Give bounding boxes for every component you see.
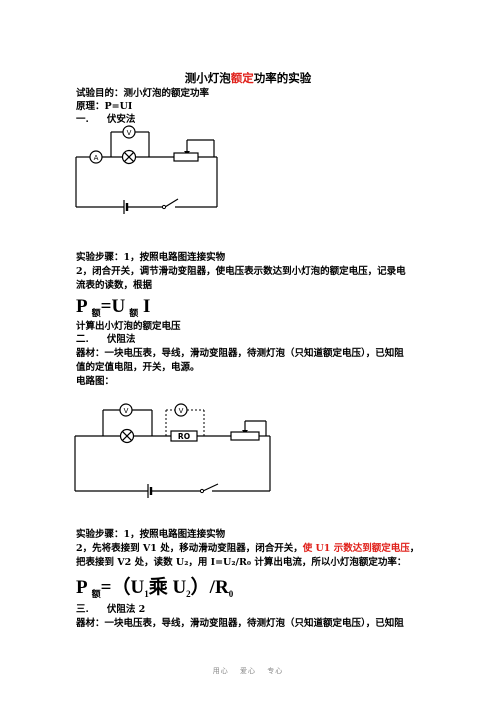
steps-1-line-3: 流表的读数，根据 xyxy=(76,280,153,291)
materials-2-line-2: 值的定值电阻，开关，电源。 xyxy=(76,362,200,373)
purpose-line: 试验目的：测小灯泡的额定功率 xyxy=(76,88,210,99)
section-1-heading: 一.伏安法 xyxy=(76,114,136,125)
ammeter-label: A xyxy=(94,154,99,162)
calc-line-1: 计算出小灯泡的额定电压 xyxy=(76,321,181,332)
materials-2-line-1: 器材：一块电压表，导线，滑动变阻器，待测灯泡（只知道额定电压），已知阻 xyxy=(76,348,404,359)
steps-1-line-2: 2，闭合开关，调节滑动变阻器，使电压表示数达到小灯泡的额定电压，记录电 xyxy=(76,266,406,277)
voltmeter-v1-label: V xyxy=(124,407,129,415)
resistor-label: RO xyxy=(178,432,190,441)
formula-power-1: P 额=U 额 I xyxy=(76,296,151,318)
page-title: 测小灯泡额定功率的实验 xyxy=(184,71,312,85)
steps-1-line-1: 实验步骤：1，按照电路图连接实物 xyxy=(76,252,226,263)
voltmeter-v1-symbol xyxy=(119,403,133,417)
formula-power-2: P 额=（U1乘 U2）/R0 xyxy=(76,577,234,599)
lamp-symbol-2 xyxy=(119,428,135,444)
steps-2-line-1: 实验步骤：1，按照电路图连接实物 xyxy=(76,529,226,540)
section-3-heading: 三.伏阻法 2 xyxy=(76,604,146,615)
lamp-symbol xyxy=(121,149,137,165)
page-footer: 用心 爱心 专心 xyxy=(212,667,284,675)
circuit-label: 电路图： xyxy=(76,376,115,387)
resistor-r0-symbol xyxy=(170,430,198,442)
voltmeter-v2-label: V xyxy=(179,407,184,415)
steps-2-line-2: 2，先将表接到 V1 处，移动滑动变阻器，闭合开关，使 U1 示数达到额定电压， xyxy=(76,543,420,554)
materials-3-line-1: 器材：一块电压表，导线，滑动变阻器，待测灯泡（只知道额定电压），已知阻 xyxy=(76,618,404,629)
steps-2-line-3: 把表接到 V2 处，读数 U₂，用 I=U₂/R₀ 计算出电流，所以小灯泡额定功… xyxy=(76,557,407,568)
voltmeter-symbol xyxy=(122,125,136,139)
principle-line: 原理：P=UI xyxy=(76,101,133,112)
section-2-heading: 二.伏阻法 xyxy=(76,334,136,345)
voltmeter-label: V xyxy=(127,129,132,137)
ammeter-symbol xyxy=(89,150,103,164)
voltmeter-v2-symbol xyxy=(174,403,188,417)
